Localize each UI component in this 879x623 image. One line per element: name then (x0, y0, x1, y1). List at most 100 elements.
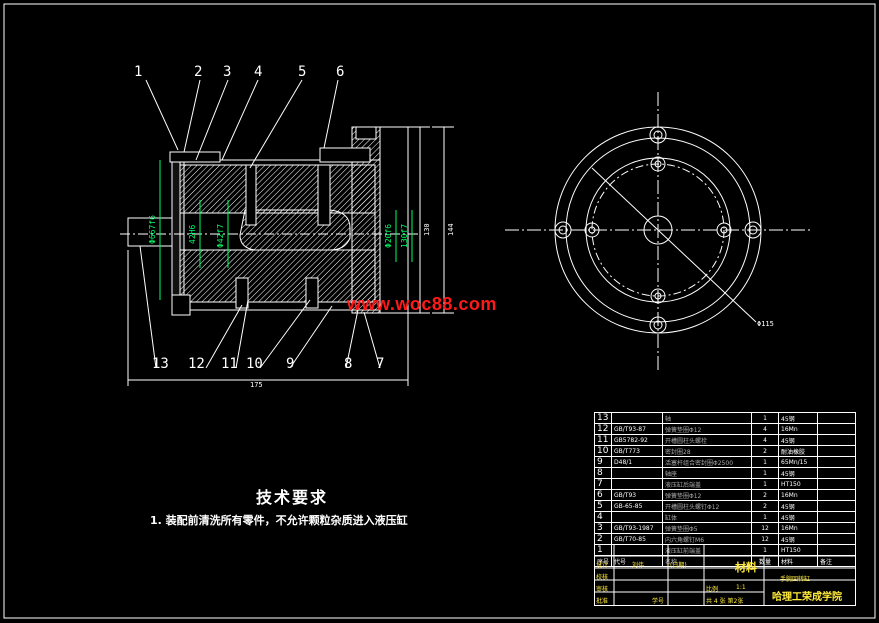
bom-material: HT150 (778, 478, 819, 490)
title-block-grid (594, 544, 856, 606)
bom-std (611, 467, 664, 479)
callout-2: 2 (194, 64, 203, 80)
bom-note (817, 456, 856, 468)
bom-name: 内六角螺钉M6 (662, 533, 753, 545)
bom-no: 7 (593, 478, 613, 490)
bom-name: 弹簧垫圈Φ12 (662, 423, 753, 435)
tb-design: 设计 (596, 562, 609, 569)
bom-note (817, 533, 856, 545)
bom-no: 10 (593, 445, 613, 457)
tb-drawing-name: 手腕回转缸 (780, 576, 811, 583)
bom-name: 轴 (662, 412, 753, 424)
bom-std: GB-65-85 (611, 500, 664, 512)
bom-no: 11 (593, 434, 613, 446)
callout-1: 1 (134, 64, 143, 80)
bom-std (611, 412, 664, 424)
tb-scale-label: 比例 (706, 586, 719, 593)
bom-name: 活塞杆组合密封圈Φ2500 (662, 456, 753, 468)
section-view (120, 79, 454, 386)
bom-note (817, 445, 856, 457)
bom-material: 45钢 (778, 533, 819, 545)
bom-qty: 1 (751, 478, 780, 490)
callout-5: 5 (298, 64, 307, 80)
bom-material: 16Mn (778, 423, 819, 435)
callout-9: 9 (286, 356, 295, 372)
bom-qty: 12 (751, 533, 780, 545)
bom-no: 4 (593, 511, 613, 523)
bom-std: GB/T93 (611, 489, 664, 501)
bom-no: 3 (593, 522, 613, 534)
bom-std: GB/T70-85 (611, 533, 664, 545)
bom-note (817, 478, 856, 490)
tech-note: 1. 装配前清洗所有零件，不允许颗粒杂质进入液压缸 (150, 514, 408, 527)
bom-material: 65Mn/15 (778, 456, 819, 468)
dim-d7: 144 (447, 223, 455, 236)
callout-12: 12 (188, 356, 205, 372)
bom-material: 45钢 (778, 412, 819, 424)
dim-side: Φ115 (757, 320, 774, 328)
end-view (505, 92, 812, 370)
bom-qty: 1 (751, 467, 780, 479)
bom-name: 密封圈28 (662, 445, 753, 457)
bom-name: 液压缸后端盖 (662, 478, 753, 490)
bom-note (817, 500, 856, 512)
bom-std (611, 511, 664, 523)
watermark: www.woc88.com (347, 294, 497, 314)
bom-no: 5 (593, 500, 613, 512)
bom-qty: 2 (751, 500, 780, 512)
tb-review: 审核 (596, 586, 609, 593)
bom-no: 8 (593, 467, 613, 479)
callout-13: 13 (152, 356, 169, 372)
bom-name: 弹簧垫圈Φ5 (662, 522, 753, 534)
bom-std: GB5782-92 (611, 434, 664, 446)
bom-material: 16Mn (778, 522, 819, 534)
bom-qty: 4 (751, 423, 780, 435)
bom-material: 45钢 (778, 511, 819, 523)
tb-check: 校核 (596, 574, 609, 581)
bom-qty: 12 (751, 522, 780, 534)
green-dims (159, 160, 413, 300)
bom-material: 耐油橡胶 (778, 445, 819, 457)
dim-d1: Φ667f6 (148, 215, 157, 244)
tb-school: 哈理工荣成学院 (772, 592, 842, 603)
bom-qty: 1 (751, 511, 780, 523)
bom-std (611, 478, 664, 490)
dim-d4: Φ20f6 (384, 223, 393, 248)
tb-approve: 批准 (596, 598, 609, 605)
callout-3: 3 (223, 64, 232, 80)
bom-name: 开槽圆柱头螺钉Φ12 (662, 500, 753, 512)
bom-material: 45钢 (778, 500, 819, 512)
bom-note (817, 434, 856, 446)
bom-no: 12 (593, 423, 613, 435)
callout-10: 10 (246, 356, 263, 372)
tb-sheet: 共 4 张 第2张 (706, 598, 744, 605)
bom-name: 轴座 (662, 467, 753, 479)
bom-note (817, 511, 856, 523)
bom-qty: 1 (751, 456, 780, 468)
bom-std: GB/T93-1987 (611, 522, 664, 534)
callout-7: 7 (376, 356, 385, 372)
tb-class-label: 学号 (652, 598, 665, 605)
bom-qty: 1 (751, 412, 780, 424)
tb-date: (日期) (670, 562, 687, 569)
bom-name: 弹簧垫圈Φ12 (662, 489, 753, 501)
bom-no: 9 (593, 456, 613, 468)
dim-d6: 130 (423, 223, 431, 236)
dim-length: 175 (250, 381, 263, 389)
bom-note (817, 489, 856, 501)
bom-qty: 2 (751, 489, 780, 501)
bom-note (817, 467, 856, 479)
bom-no: 13 (593, 412, 613, 424)
